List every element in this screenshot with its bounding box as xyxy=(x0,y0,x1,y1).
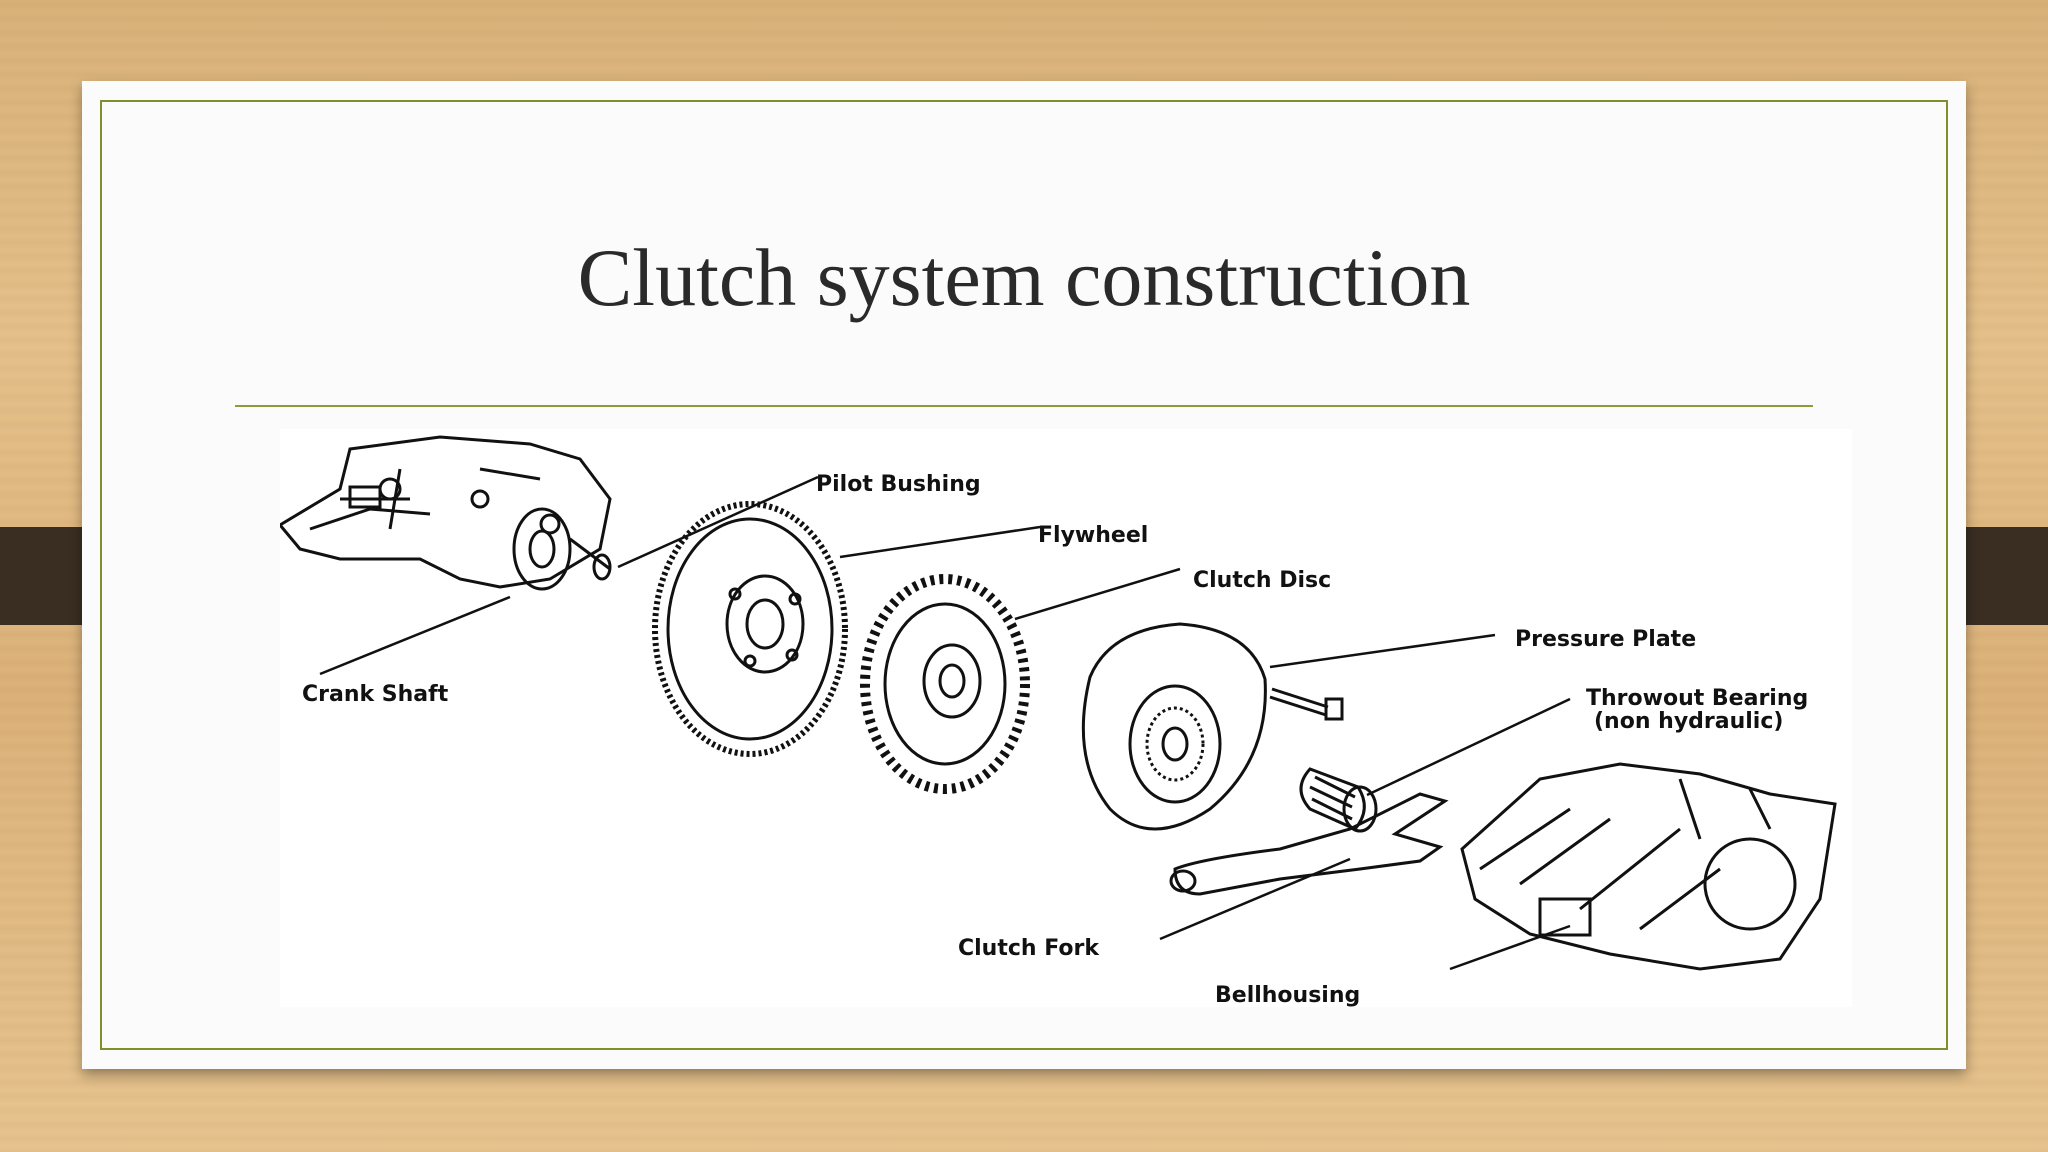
flywheel-drawing xyxy=(652,501,848,757)
crank-shaft-drawing xyxy=(512,507,611,591)
clutch-disc-drawing xyxy=(860,574,1030,794)
slide-card: Clutch system construction xyxy=(82,81,1966,1069)
bolt-drawing xyxy=(1269,687,1344,721)
title-divider xyxy=(235,405,1813,407)
engine-block-drawing xyxy=(280,435,612,589)
label-flywheel: Flywheel xyxy=(1038,523,1148,548)
label-throwout-bearing: Throwout Bearing xyxy=(1586,686,1808,711)
throwout-bearing-drawing xyxy=(1299,767,1378,833)
label-crank-shaft: Crank Shaft xyxy=(302,682,449,707)
slide-frame xyxy=(100,100,1948,1050)
slide-title: Clutch system construction xyxy=(577,232,1471,323)
label-clutch-fork: Clutch Fork xyxy=(958,936,1100,961)
pilot-bushing-drawing xyxy=(592,553,612,581)
leader-lines xyxy=(319,475,1571,971)
label-pressure-plate: Pressure Plate xyxy=(1515,627,1696,652)
label-clutch-disc: Clutch Disc xyxy=(1193,568,1331,593)
clutch-fork-drawing xyxy=(1169,792,1449,896)
clutch-diagram: Pilot Bushing Flywheel Clutch Disc Press… xyxy=(280,429,1852,1007)
label-bellhousing: Bellhousing xyxy=(1215,983,1360,1007)
label-throwout-bearing-note: (non hydraulic) xyxy=(1594,709,1783,734)
bellhousing-drawing xyxy=(1460,762,1837,971)
pressure-plate-drawing xyxy=(1081,622,1267,831)
label-pilot-bushing: Pilot Bushing xyxy=(816,472,981,497)
